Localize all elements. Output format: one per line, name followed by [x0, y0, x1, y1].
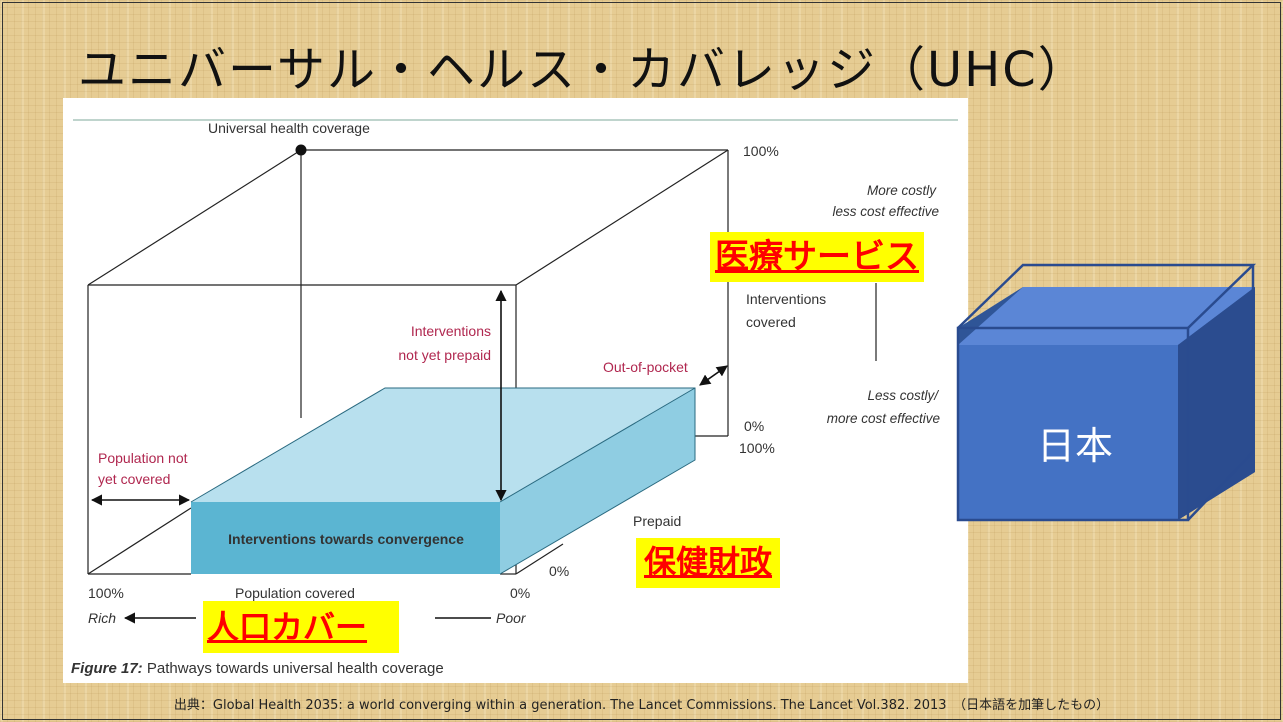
block-label: Interventions towards convergence [228, 531, 464, 547]
cube-outline [956, 263, 1257, 522]
cube-wireframe [87, 149, 877, 575]
population-not-covered-line2: yet covered [98, 471, 170, 487]
block-side-face [500, 388, 695, 574]
bottom-left-pct: 100% [88, 585, 124, 601]
less-costly-line1: Less costly/ [867, 388, 939, 403]
right-top-pct: 100% [743, 143, 779, 159]
cube-side-face [1178, 287, 1255, 520]
bottom-right-pct: 0% [510, 585, 530, 601]
slide-title: ユニバーサル・ヘルス・カバレッジ（UHC） [78, 42, 1088, 98]
uhc-point [295, 144, 307, 156]
caption-text: Pathways towards universal health covera… [143, 660, 444, 677]
population-not-covered-line1: Population not [98, 450, 188, 466]
prepaid-label: Prepaid [633, 513, 681, 529]
diagram-arrows [90, 289, 728, 624]
block-top-face [191, 388, 695, 502]
top-label: Universal health coverage [208, 120, 370, 136]
out-of-pocket-arrow [699, 365, 728, 386]
source-citation: 出典：Global Health 2035: a world convergin… [173, 698, 1110, 713]
rich-label: Rich [88, 610, 116, 626]
not-prepaid-line2: not yet prepaid [398, 347, 491, 363]
health-finance-label: 保健財政 [636, 538, 781, 588]
medical-services-label: 医療サービス [710, 232, 924, 282]
uhc-figure: Universal health coverage 100% More cost… [63, 98, 968, 683]
more-costly-line1: More costly [867, 183, 937, 198]
more-costly-line2: less cost effective [832, 204, 939, 219]
out-of-pocket-label: Out-of-pocket [603, 359, 688, 375]
cube-front-face [958, 345, 1178, 520]
interventions-covered-line2: covered [746, 314, 796, 330]
cube-top-face [958, 287, 1255, 345]
interventions-covered-line1: Interventions [746, 291, 826, 307]
caption-prefix: Figure 17: [71, 660, 143, 677]
japan-label: 日本 [1036, 424, 1113, 468]
depth-zero-pct: 0% [549, 563, 569, 579]
population-cover-label: 人口カバー [203, 601, 400, 653]
right-hundred-pct: 100% [739, 440, 775, 456]
right-zero-pct: 0% [744, 418, 764, 434]
less-costly-line2: more cost effective [827, 411, 940, 426]
figure-caption: Figure 17: Pathways towards universal he… [71, 660, 444, 677]
uhc-cube-diagram: Universal health coverage 100% More cost… [63, 98, 968, 683]
not-prepaid-line1: Interventions [411, 323, 491, 339]
japan-cube [956, 263, 1257, 522]
block-front-face [191, 502, 500, 574]
poor-label: Poor [496, 610, 527, 626]
population-covered-label: Population covered [235, 585, 355, 601]
